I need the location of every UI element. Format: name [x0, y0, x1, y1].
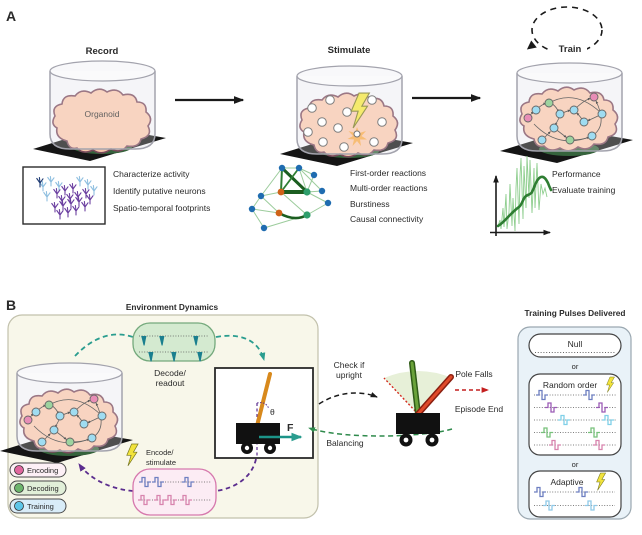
performance-smooth-trace: [496, 175, 553, 228]
training-pulses-title: Training Pulses Delivered: [525, 308, 626, 318]
train-note: Evaluate training: [552, 185, 616, 195]
upright-check-cart: [383, 360, 454, 447]
wedge-bound-left: [383, 377, 419, 415]
reaction-network-strong-edges: [278, 166, 309, 220]
train-note: Performance: [552, 169, 601, 179]
decode-label-line1: Decode/: [154, 368, 186, 378]
train-loop-arrowhead: [526, 40, 537, 50]
pole-upright: [410, 361, 420, 416]
decode-path-right-arrow: [215, 334, 266, 362]
legend-pill: [9, 462, 67, 478]
adaptive-option: Adaptive: [528, 470, 622, 518]
decode-label-line2: readout: [156, 378, 185, 388]
decode-box: Decode/ readout: [132, 322, 216, 388]
stimulate-analysis: First-order reactions Multi-order reacti…: [248, 164, 427, 232]
legend-label: Encoding: [27, 466, 58, 475]
stimulate-note: Multi-order reactions: [350, 183, 427, 193]
adaptive-baselines: [534, 491, 615, 506]
record-note: Identify putative neurons: [113, 186, 206, 196]
panel-a: A Record Organoid Stimulate: [6, 6, 633, 236]
cart-body: [396, 413, 440, 434]
stimulate-note: First-order reactions: [350, 168, 426, 178]
legend: Encoding Decoding Training: [9, 462, 67, 514]
random-order-box: [528, 373, 622, 456]
encode-label-line2: stimulate: [146, 458, 176, 467]
stage-title-stimulate: Stimulate: [328, 45, 371, 56]
force-label: F: [287, 422, 294, 434]
cart-body: [236, 423, 280, 444]
check-upright-line1: Check if: [334, 360, 365, 370]
stage-train: Train: [500, 6, 633, 163]
record-note: Spatio-temporal footprints: [113, 203, 210, 213]
cart-pole: [255, 372, 272, 428]
training-pulses-panel: Training Pulses Delivered Null or Random…: [517, 308, 632, 520]
random-order-label: Random order: [543, 380, 598, 390]
stage-stimulate: Stimulate: [280, 45, 413, 166]
performance-chart: [490, 155, 553, 236]
encoding-dot-icon: [14, 465, 24, 475]
theta-arc: [256, 402, 270, 410]
train-label-bg: [551, 41, 587, 54]
sim-box-frame: [214, 367, 314, 459]
adaptive-label: Adaptive: [550, 477, 583, 487]
encode-label-line1: Encode/: [146, 448, 174, 457]
encode-box: Encode/ stimulate: [126, 443, 217, 516]
legend-label: Decoding: [27, 484, 59, 493]
cartpole-sim-box: θ F: [214, 367, 314, 459]
legend-label: Training: [27, 502, 54, 511]
wheel-hub: [267, 445, 273, 451]
random-order-option: Random order: [528, 373, 622, 456]
wheel-hub: [244, 445, 250, 451]
or-label: or: [572, 460, 579, 469]
stage-title-train: Train: [559, 44, 582, 55]
null-option: Null: [528, 333, 622, 358]
wheel-hub: [429, 437, 435, 443]
legend-item-encoding: Encoding: [9, 462, 67, 478]
organoid-vessel-b: [0, 362, 133, 463]
legend-pill: [9, 498, 67, 514]
beaker-b-glass: [16, 362, 123, 452]
stage-record: Record Organoid: [33, 46, 166, 161]
episode-end-branch: Pole Falls Episode End: [455, 369, 503, 414]
legend-pill: [9, 480, 67, 496]
pole-fallen: [416, 375, 453, 416]
theta-label: θ: [270, 407, 275, 417]
train-analysis: Performance Evaluate training: [490, 155, 616, 236]
or-label: or: [572, 362, 579, 371]
panel-a-label: A: [6, 8, 16, 24]
balancing-arrow: [308, 427, 453, 437]
record-note: Characterize activity: [113, 169, 190, 179]
check-balance-loop: Check if upright Balancing: [308, 360, 453, 448]
encode-baselines: [139, 481, 211, 501]
legend-item-training: Training: [9, 498, 67, 514]
encode-path-left-arrow: [78, 463, 134, 492]
balancing-label: Balancing: [326, 438, 364, 448]
check-arrow: [318, 392, 378, 405]
training-dot-icon: [14, 501, 24, 511]
pole-falls-label: Pole Falls: [455, 369, 492, 379]
panel-b-label: B: [6, 297, 16, 313]
check-upright-line2: upright: [336, 370, 363, 380]
encode-box-bg: [132, 468, 217, 516]
stimulate-note: Causal connectivity: [350, 214, 424, 224]
legend-item-decoding: Decoding: [9, 480, 67, 496]
wheel-hub: [403, 437, 409, 443]
panel-b: B Environment Dynamics Decode/ readout: [0, 297, 632, 520]
beaker-train-glass: [516, 62, 623, 152]
beaker-stimulate-glass: [296, 65, 403, 155]
decoding-dot-icon: [14, 483, 24, 493]
beaker-record-glass: [49, 60, 156, 150]
encode-path-right: [215, 458, 257, 492]
environment-dynamics-title: Environment Dynamics: [126, 302, 219, 312]
record-analysis: Characterize activity Identify putative …: [22, 166, 210, 225]
null-label: Null: [568, 339, 583, 349]
null-pill: [528, 333, 622, 358]
stimulate-note: Burstiness: [350, 199, 390, 209]
reaction-network-nodes: [248, 164, 332, 232]
episode-end-label: Episode End: [455, 404, 503, 414]
performance-raw-trace: [497, 155, 548, 232]
stage-title-record: Record: [86, 46, 119, 57]
spike-template-box: [22, 166, 106, 225]
